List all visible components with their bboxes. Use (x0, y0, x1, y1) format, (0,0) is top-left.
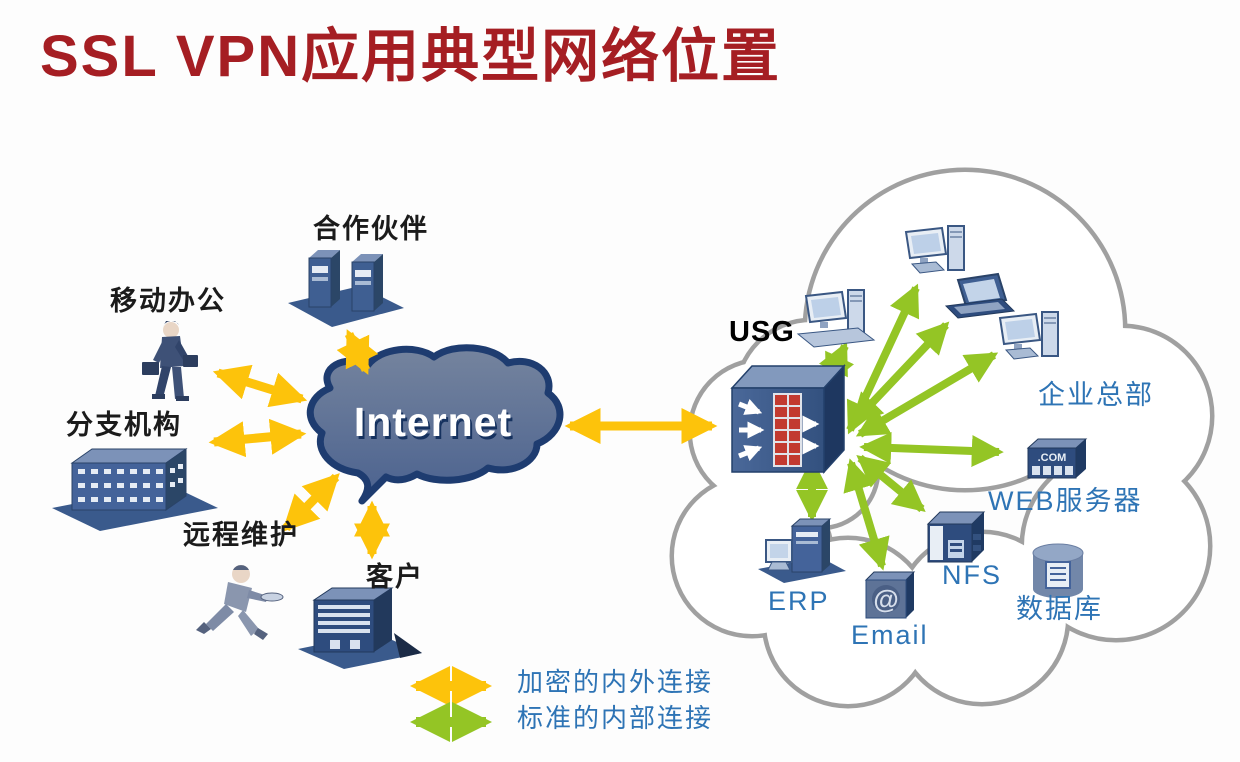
label-web-server: WEB服务器 (988, 486, 1143, 516)
link-branch-internet (208, 418, 307, 458)
label-customer: 客户 (366, 562, 424, 592)
database-icon (1032, 543, 1084, 598)
label-partner: 合作伙伴 (313, 214, 429, 244)
partner-servers-icon (288, 250, 404, 327)
legend-standard-label: 标准的内部连接 (517, 703, 714, 733)
mobile-office-person-icon (142, 320, 198, 401)
link-mobile-internet (212, 364, 308, 408)
link-remote-internet (282, 473, 340, 532)
com-badge: .COM (1038, 452, 1067, 464)
branch-building-icon (52, 448, 218, 531)
email-server-icon: @ (864, 571, 916, 619)
standard-connections (796, 283, 1004, 571)
link-partner-internet (336, 329, 379, 375)
web-server-icon: .COM (1026, 438, 1088, 479)
label-remote-maintenance: 远程维护 (183, 520, 299, 550)
label-branch-office: 分支机构 (66, 410, 182, 440)
hq-desktop-right-icon (998, 311, 1059, 360)
encrypted-connections (208, 329, 718, 560)
customer-building-icon (298, 587, 422, 669)
label-email: Email (851, 620, 929, 650)
email-at-glyph: @ (873, 584, 898, 614)
legend (409, 666, 493, 742)
nfs-server-icon (926, 511, 986, 563)
label-nfs: NFS (942, 560, 1002, 590)
hq-desktop-near-usg-icon (796, 289, 876, 348)
hq-laptop-icon (944, 272, 1016, 319)
firewall-brick-column (773, 393, 802, 467)
page-title: SSL VPN应用典型网络位置 (40, 24, 782, 89)
label-mobile-office: 移动办公 (110, 286, 226, 316)
hq-desktop-top-icon (904, 225, 965, 274)
label-headquarters: 企业总部 (1038, 380, 1154, 410)
internet-cloud (306, 344, 564, 505)
legend-encrypted-label: 加密的内外连接 (517, 667, 714, 697)
link-usg-pc-right (855, 351, 999, 438)
label-database: 数据库 (1016, 594, 1103, 624)
link-usg-web (859, 432, 1004, 467)
label-erp: ERP (768, 586, 830, 616)
label-usg: USG (729, 316, 795, 348)
label-internet: Internet (353, 399, 513, 445)
link-usg-email (843, 458, 890, 571)
usg-firewall-icon (730, 364, 846, 474)
erp-server-icon (758, 518, 846, 583)
remote-maintenance-person-icon (196, 565, 284, 640)
